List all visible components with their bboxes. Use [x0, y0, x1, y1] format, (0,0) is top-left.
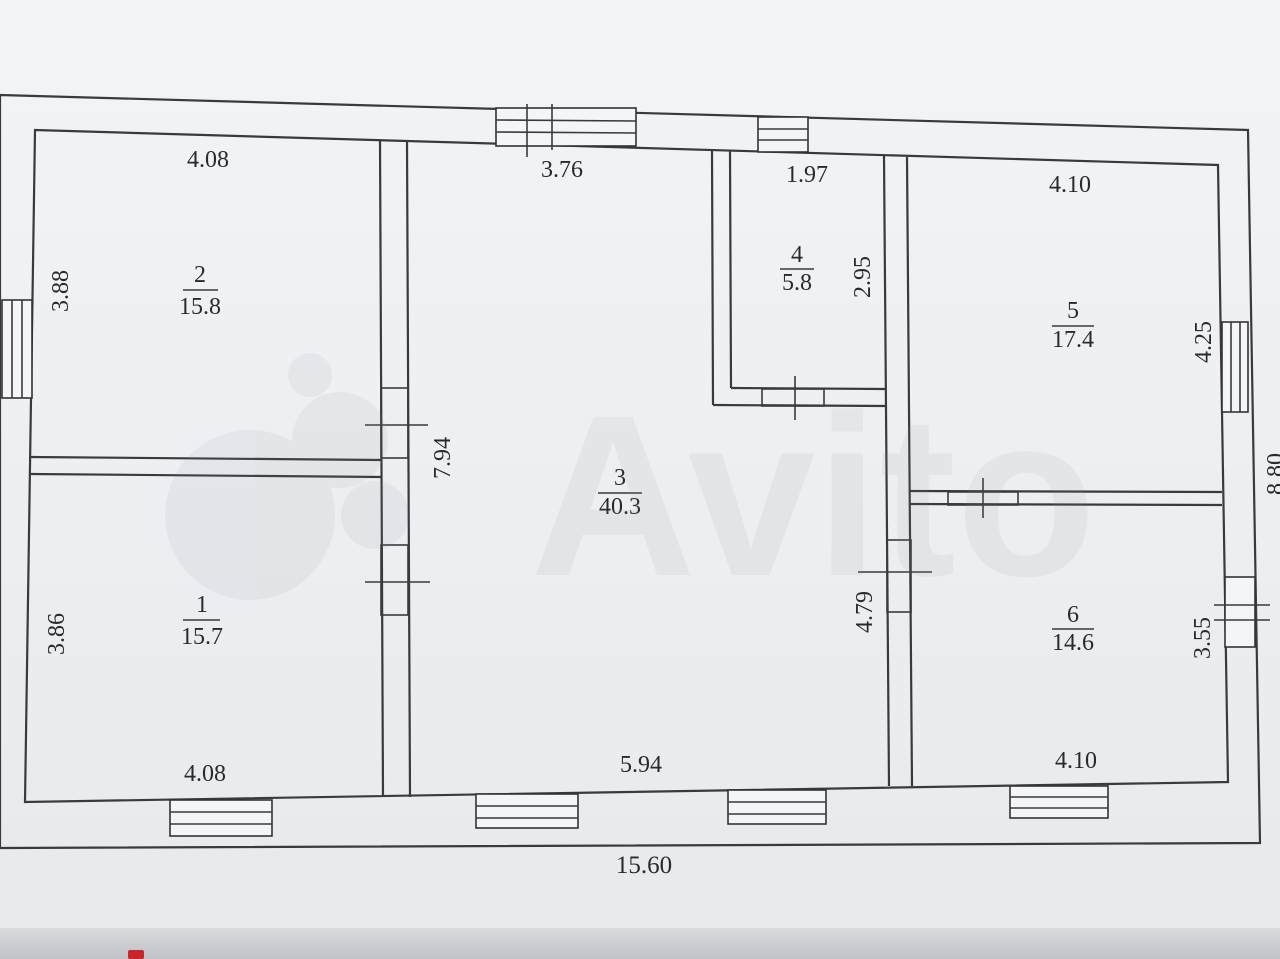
room4-number: 4 — [791, 242, 803, 268]
wall-right-vertical-b — [905, 156, 914, 787]
wall-h-1-2-b — [29, 472, 383, 479]
dim-room3-height: 7.94 — [430, 437, 456, 479]
room1-number: 1 — [196, 592, 208, 618]
dim-room3-top: 3.76 — [541, 157, 583, 183]
inner-wall-outline — [23, 128, 1230, 804]
dim-room5-top: 4.10 — [1049, 172, 1091, 198]
room1-area: 15.7 — [181, 624, 223, 650]
door-room1 — [380, 544, 409, 616]
window-right-1 — [1221, 321, 1249, 413]
dim-corridor-height: 4.79 — [852, 591, 878, 633]
wall-right-vertical-a — [882, 155, 891, 787]
dim-total-height: 8.80 — [1263, 453, 1280, 495]
monitor-bezel — [0, 928, 1280, 959]
window-top-1-line-b — [495, 131, 637, 134]
dim-room6-bottom: 4.10 — [1055, 748, 1097, 774]
outer-wall-outline — [0, 93, 1262, 850]
wall-h-5-6-a — [908, 489, 1223, 494]
window-top-1 — [495, 107, 637, 147]
wall-left-vertical-b — [405, 140, 412, 798]
doors — [365, 376, 1019, 616]
door-room6 — [886, 539, 912, 613]
door-room4 — [761, 388, 825, 407]
wall-h-1-2-a — [29, 455, 383, 462]
room3-area: 40.3 — [599, 494, 641, 520]
bezel-red-indicator — [128, 950, 144, 959]
dim-room5-right: 4.25 — [1191, 321, 1217, 363]
dim-room1-bottom: 4.08 — [184, 761, 226, 787]
dim-room1-left: 3.86 — [44, 613, 70, 655]
wall-room4-left-a — [710, 149, 715, 406]
room2-number: 2 — [194, 262, 206, 288]
windows — [1, 104, 1270, 837]
wall-left-vertical-a — [378, 139, 385, 798]
dim-room4-height: 2.95 — [850, 256, 876, 298]
dim-room4-top: 1.97 — [786, 162, 828, 188]
room3-number: 3 — [614, 465, 626, 491]
dim-room2-left: 3.88 — [48, 270, 74, 312]
room5-area: 17.4 — [1052, 327, 1094, 353]
dim-room3-bottom: 5.94 — [620, 752, 662, 778]
room5-number: 5 — [1067, 298, 1079, 324]
window-bottom-4 — [1009, 785, 1109, 819]
room6-area: 14.6 — [1052, 630, 1094, 656]
room-labels: 2 15.8 1 15.7 3 40.3 4 5.8 5 17.4 6 14.6 — [179, 242, 1094, 656]
wall-room4-left-b — [728, 150, 733, 389]
dim-room6-right: 3.55 — [1190, 617, 1216, 659]
room2-area: 15.8 — [179, 294, 221, 320]
window-right-2 — [1224, 576, 1256, 648]
wall-h-5-6-b — [908, 502, 1223, 507]
window-bottom-2 — [475, 793, 579, 829]
window-bottom-1 — [169, 799, 273, 837]
room6-number: 6 — [1067, 602, 1079, 628]
interior-walls — [29, 139, 1223, 798]
window-left — [1, 299, 33, 399]
outer-walls — [0, 93, 1262, 850]
dimension-labels: 4.08 3.88 3.86 4.08 3.76 5.94 7.94 1.97 … — [44, 147, 1280, 879]
window-top-2 — [757, 116, 809, 153]
room4-area: 5.8 — [782, 270, 812, 296]
dim-total-width: 15.60 — [616, 852, 672, 879]
dim-room2-top: 4.08 — [187, 147, 229, 173]
window-bottom-3 — [727, 789, 827, 825]
window-top-1-line-a — [495, 119, 637, 122]
door-room2 — [380, 387, 409, 459]
